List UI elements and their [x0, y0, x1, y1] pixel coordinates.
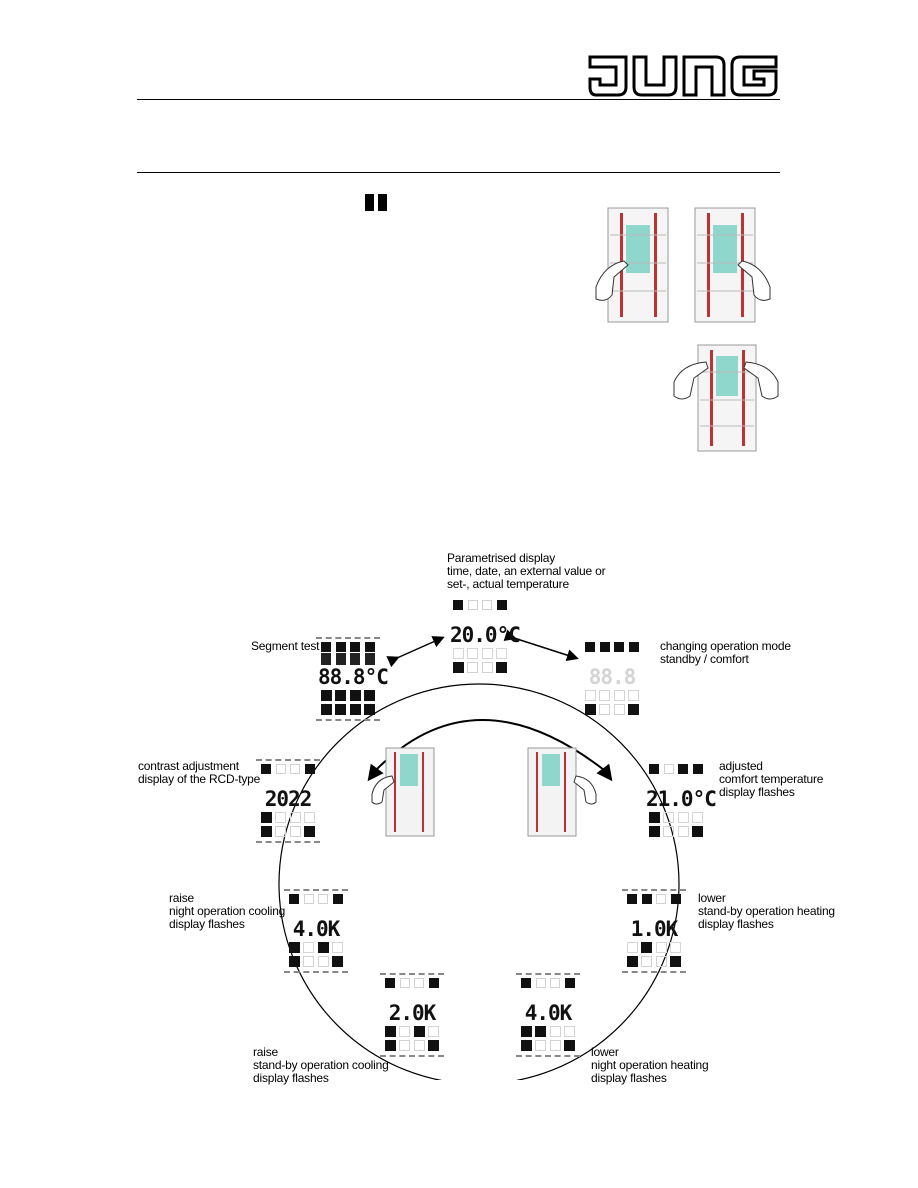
lcd-raise-night-cooling: 4.0K	[284, 889, 348, 973]
device-press-left-illustration	[595, 207, 771, 323]
lcd-lower-night-heating: 4.0K	[516, 973, 580, 1057]
caption-lower-standby-heating: lower stand-by operation heating display…	[698, 891, 835, 931]
device-press-both-illustration	[673, 344, 779, 452]
lcd-lower-standby-heating: 1.0K	[622, 889, 686, 973]
section-rule	[137, 172, 780, 173]
pause-icon	[365, 194, 389, 211]
caption-segment-test: Segment test	[251, 639, 320, 653]
caption-contrast: contrast adjustment display of the RCD-t…	[138, 759, 261, 786]
lcd-raise-standby-cooling: 2.0K	[380, 973, 444, 1057]
caption-raise-night-cooling: raise night operation cooling display fl…	[169, 891, 286, 931]
lcd-contrast: 2022	[256, 759, 320, 843]
lcd-segment-test: 88.8°C	[316, 637, 389, 721]
caption-adjusted-comfort: adjusted comfort temperature display fla…	[719, 759, 824, 799]
jung-logo	[588, 55, 778, 97]
lcd-adjusted-comfort: 21.0°C	[644, 762, 717, 840]
caption-changing-mode: changing operation mode standby / comfor…	[660, 639, 791, 666]
caption-raise-standby-cooling: raise stand-by operation cooling display…	[253, 1045, 389, 1085]
lcd-parametrised: 20.0°C	[448, 598, 521, 676]
cycle-ring	[278, 683, 680, 1080]
menu-cycle-diagram	[278, 629, 680, 1080]
header-rule	[137, 99, 780, 100]
lcd-changing-mode: 88.8	[580, 640, 644, 718]
caption-lower-night-heating: lower night operation heating display fl…	[591, 1045, 709, 1085]
caption-parametrised: Parametrised display time, date, an exte…	[447, 551, 606, 591]
